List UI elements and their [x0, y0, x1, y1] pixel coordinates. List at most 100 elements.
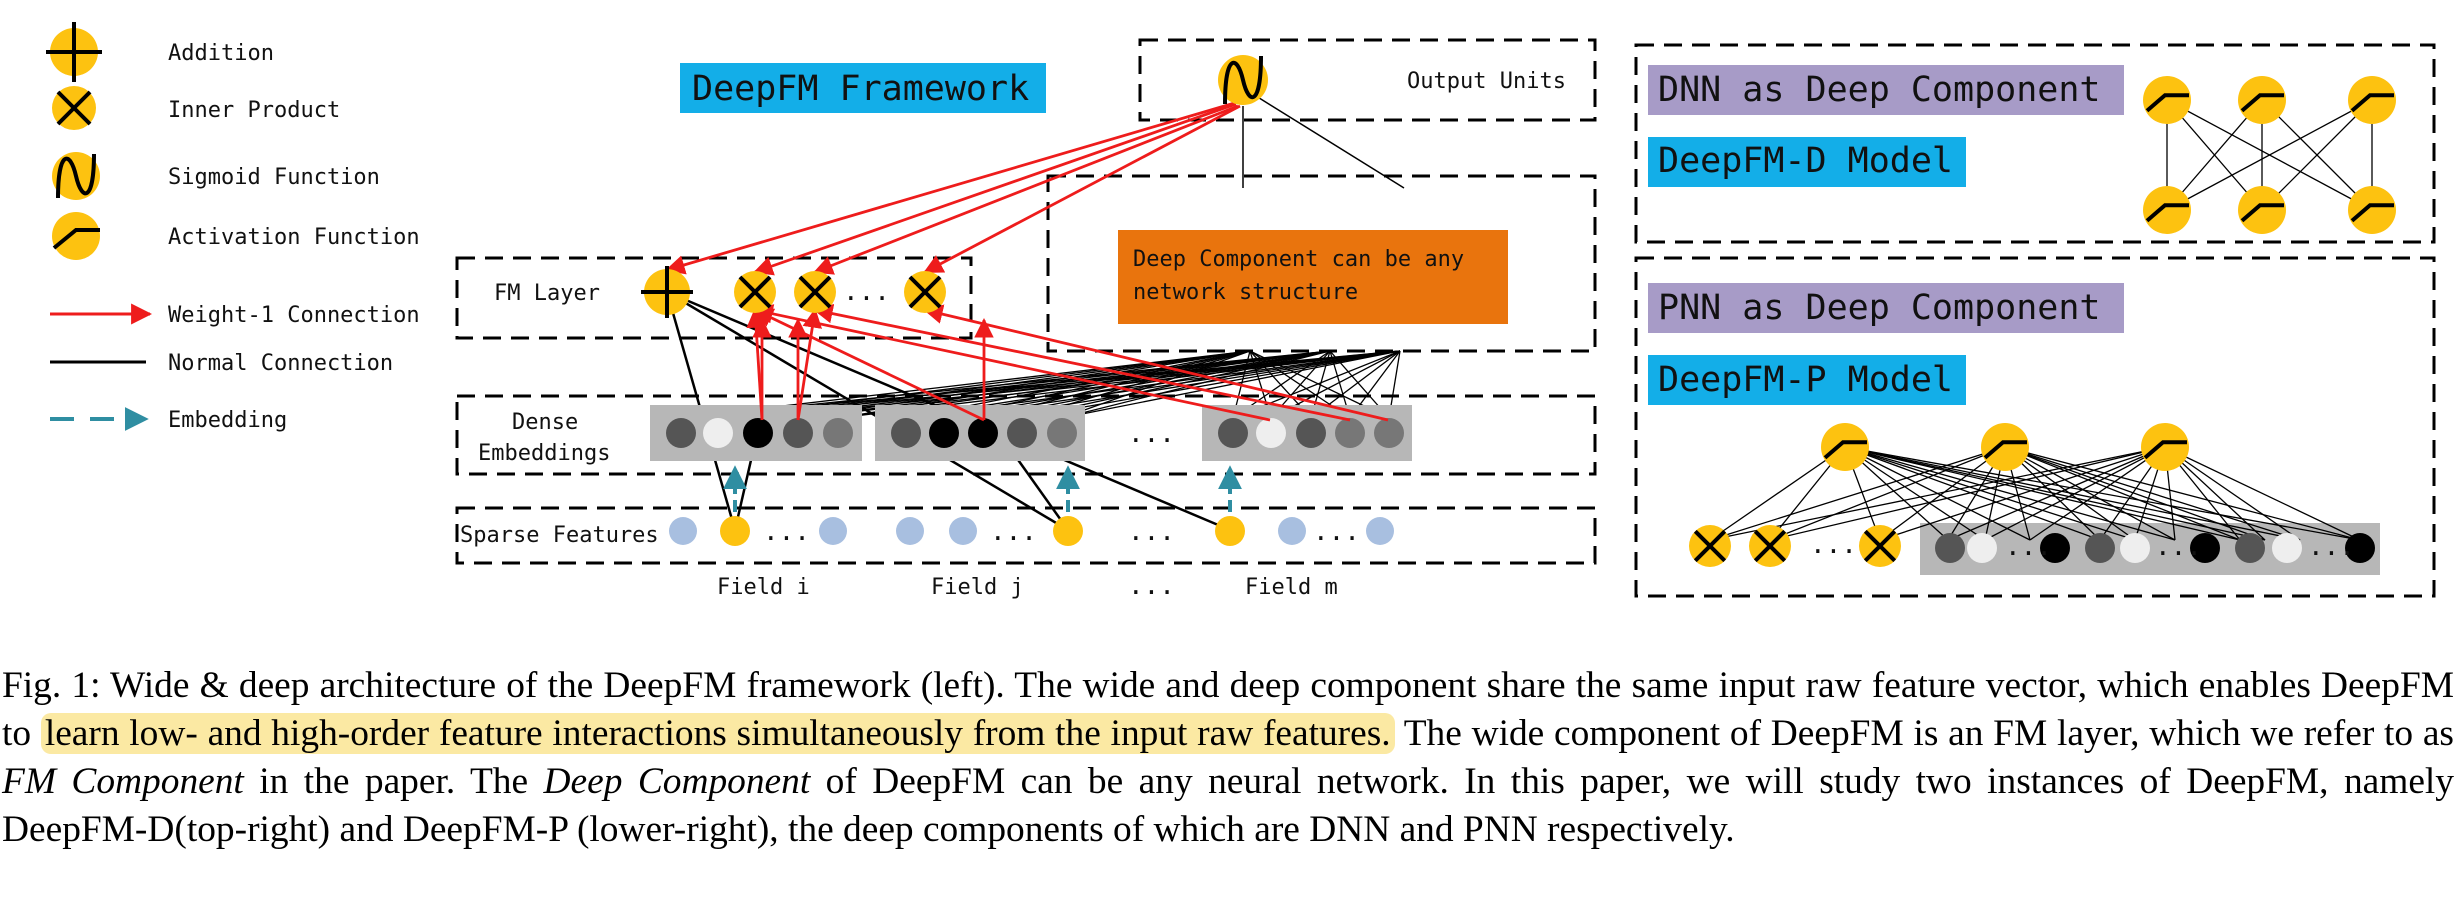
dnn-connection-line — [2166, 99, 2263, 211]
embedding-node — [1335, 418, 1365, 448]
pnn-connection-line — [2164, 446, 2301, 541]
pnn-embedding-node — [1967, 533, 1997, 563]
caption-fm-component: FM Component — [2, 761, 244, 802]
dnn-model-badge — [1648, 137, 1966, 187]
field-label-i: Field i — [717, 575, 810, 600]
field-label-ellipsis: ... — [1128, 571, 1175, 601]
inner-product-cross — [1693, 529, 1727, 563]
pnn-connection-line — [1844, 446, 2136, 541]
pnn-connection-line — [1879, 446, 2006, 541]
deep-connection-line — [1061, 350, 1401, 419]
pnn-title: PNN as Deep Component — [1658, 288, 2101, 328]
pnn-connection-line — [2164, 446, 2361, 541]
field-label-j: Field j — [931, 575, 1024, 600]
activation-curve — [2145, 93, 2189, 113]
fm-layer-box — [455, 256, 973, 340]
pnn-connection-line — [1844, 446, 2301, 541]
fm-inner-product-node — [904, 271, 946, 313]
embedding-node — [1218, 418, 1248, 448]
activation-node-icon — [1821, 423, 1869, 471]
legend-addition-icon — [46, 22, 102, 82]
pnn-connection-line — [2004, 446, 2361, 541]
legend-label-weight-1: Weight-1 Connection — [168, 303, 420, 328]
pnn-embedding-node — [2085, 533, 2115, 563]
embedding-node — [823, 418, 853, 448]
pnn-embedding-node — [2120, 533, 2150, 563]
legend-label-inner-product: Inner Product — [168, 98, 340, 123]
fm-ellipsis: ... — [843, 277, 890, 307]
activation-node-icon — [2141, 423, 2189, 471]
pnn-embedding-node — [2040, 533, 2070, 563]
pnn-connection-line — [1844, 446, 2241, 541]
weight-1-line — [753, 102, 1237, 276]
embedding-node — [703, 418, 733, 448]
activation-node-icon — [2348, 76, 2396, 124]
pnn-embedding-node — [1935, 533, 1965, 563]
dnn-connection-line — [2261, 99, 2373, 211]
pnn-connection-line — [1709, 446, 2166, 541]
pnn-product-ellipsis: ... — [1810, 530, 1857, 560]
embedding-node — [929, 418, 959, 448]
embedding-node — [1047, 418, 1077, 448]
framework-title-badge: DeepFM Framework — [680, 63, 1046, 113]
embedding-node — [743, 418, 773, 448]
weight-1-line — [813, 303, 1351, 422]
embedding-arrows — [723, 465, 1242, 512]
caption-part3: The wide component of DeepFM is an FM la… — [1394, 713, 2454, 754]
dnn-model-label: DeepFM-D Model — [1658, 141, 1953, 181]
dnn-title-badge — [1648, 65, 2124, 115]
activation-node-icon — [2143, 186, 2191, 234]
pnn-connection-line — [1769, 446, 2006, 541]
embedding-node — [968, 418, 998, 448]
output-units-label: Output Units — [1407, 69, 1566, 94]
sparse-ellipsis: ... — [990, 517, 1037, 547]
pnn-model-badge — [1648, 355, 1966, 405]
weight-1-connections — [665, 100, 1389, 422]
legend-activation-icon — [52, 212, 100, 260]
embedding-ellipsis: ... — [1128, 419, 1175, 449]
pnn-embedding-ellipsis: ... — [2155, 532, 2202, 562]
embedding-node — [1296, 418, 1326, 448]
sparse-features-box — [455, 506, 1597, 565]
field-label-m: Field m — [1245, 575, 1338, 600]
dense-label-line1: Dense — [512, 410, 578, 435]
inner-product-cross — [1753, 529, 1787, 563]
fm-layer-label: FM Layer — [494, 281, 600, 306]
pnn-connection-line — [2004, 446, 2241, 541]
deep-note-line1: Deep Component can be any — [1133, 247, 1464, 272]
legend-inner-product-icon — [52, 86, 96, 130]
activation-curve — [2350, 203, 2394, 223]
caption-deep-component: Deep Component — [543, 761, 811, 802]
caption-part5: of DeepFM can be any neural network. In … — [2, 761, 2454, 850]
pnn-connection-line — [1844, 446, 1986, 541]
pnn-connection-line — [1844, 446, 2176, 541]
weight-1-line — [813, 104, 1239, 275]
sparse-features-label: Sparse Features — [460, 523, 659, 548]
sparse-ellipsis: ... — [763, 517, 810, 547]
legend: Addition Inner Product Sigmoid Function … — [46, 22, 420, 433]
weight-1-line — [796, 308, 822, 421]
pnn-connection-line — [1947, 446, 2166, 541]
dnn-network — [2143, 76, 2396, 234]
legend-label-addition: Addition — [168, 41, 274, 66]
caption-prefix: Fig. 1: Wide & deep architecture of the … — [2, 665, 2454, 754]
output-sigmoid-node — [1218, 55, 1268, 105]
pnn-connection-line — [1879, 446, 2166, 541]
sparse-ellipsis: ... — [1128, 517, 1175, 547]
dnn-panel-box — [1634, 43, 2436, 244]
fm-inner-product-node — [794, 271, 836, 313]
pnn-embedding-ellipsis: ... — [2308, 532, 2355, 562]
activation-curve — [1983, 440, 2027, 460]
activation-node-icon — [1981, 423, 2029, 471]
pnn-connection-line — [1984, 446, 2166, 541]
deep-component-box — [1046, 174, 1597, 353]
weight-1-line — [923, 104, 1241, 274]
embedding-node — [1256, 418, 1286, 448]
activation-node-icon — [2238, 76, 2286, 124]
activation-node-icon — [2238, 186, 2286, 234]
activation-curve — [2350, 93, 2394, 113]
activation-curve — [1823, 440, 1867, 460]
inner-product-cross — [1863, 529, 1897, 563]
embedding-node — [1007, 418, 1037, 448]
dense-label-line2: Embeddings — [478, 441, 610, 466]
